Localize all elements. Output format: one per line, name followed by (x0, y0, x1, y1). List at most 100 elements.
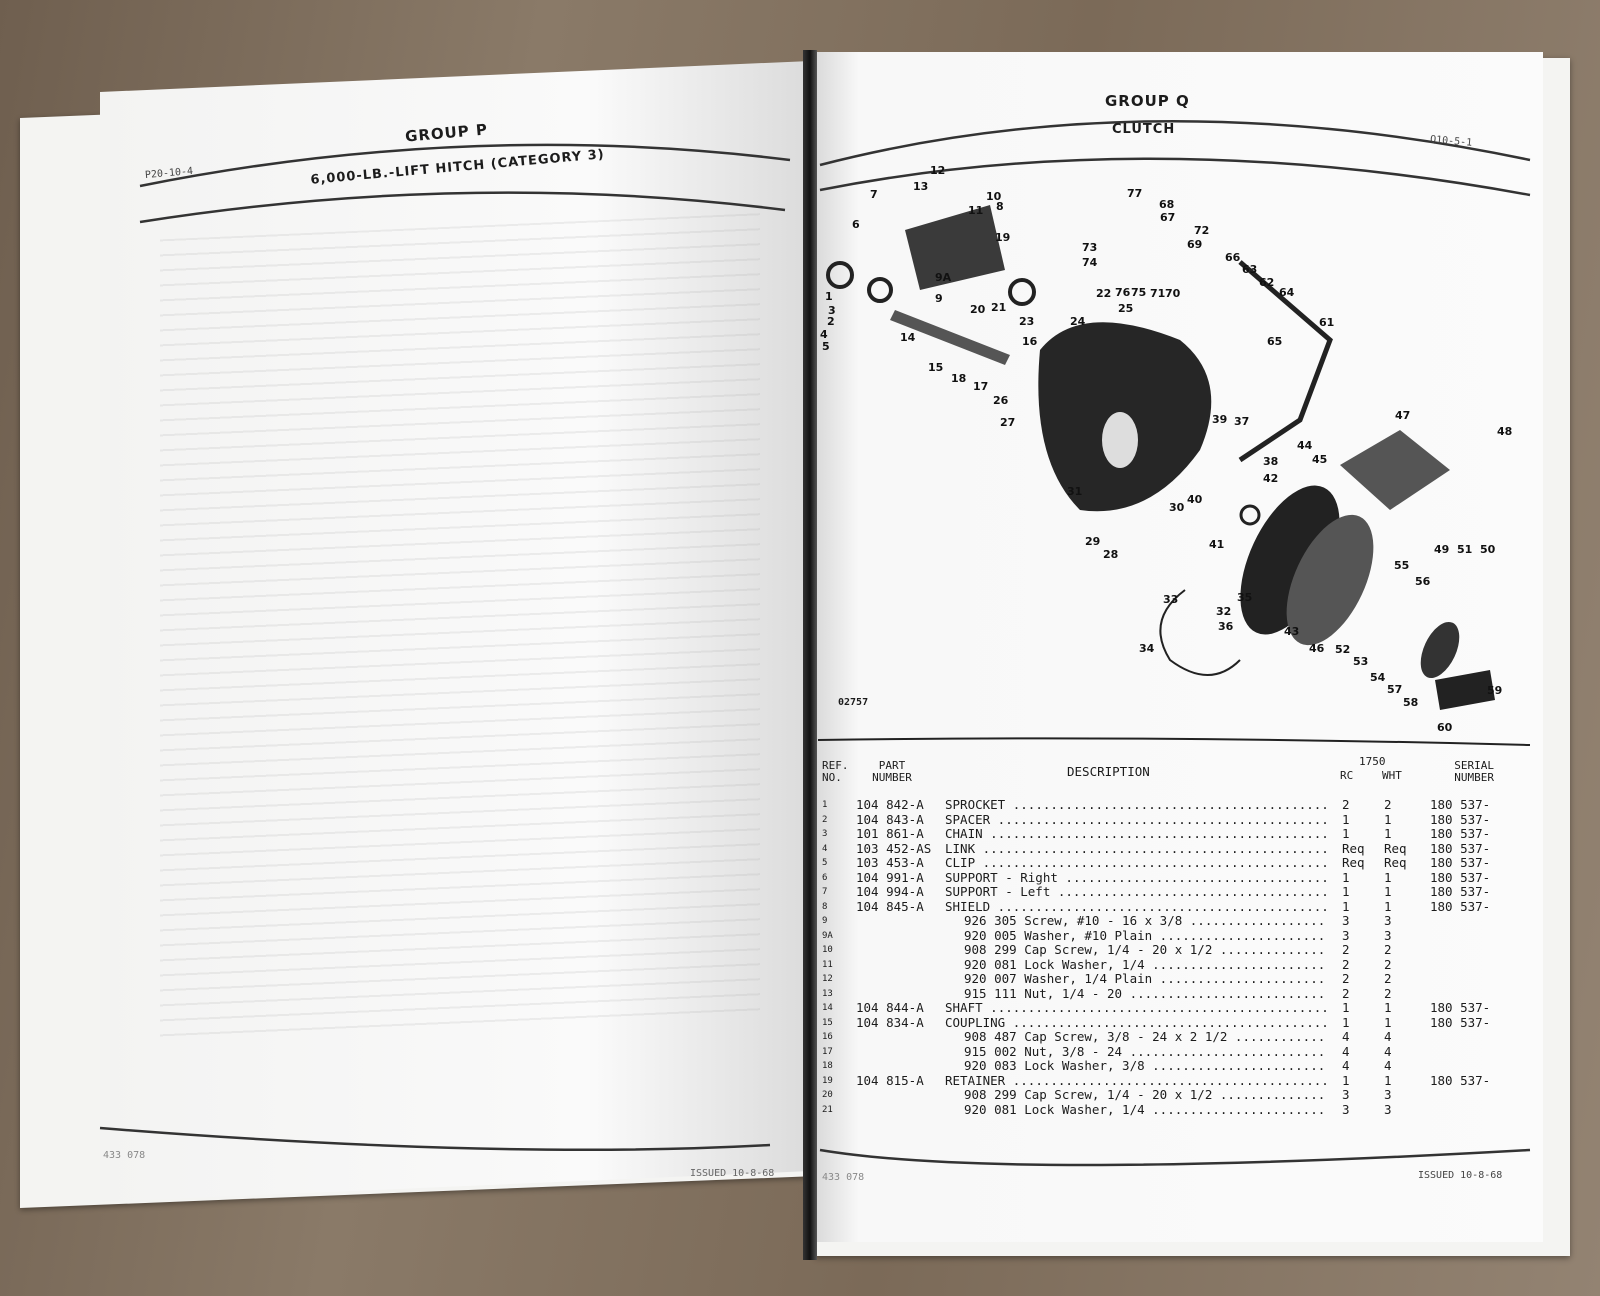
description-cell: SPACER .................................… (945, 813, 1327, 828)
dot-leader: ........................................… (1012, 1015, 1327, 1030)
sprocket-1 (826, 261, 854, 289)
serial-number-cell: 180 537- (1430, 1014, 1491, 1030)
ref-cell: 10 (822, 945, 833, 955)
header-part-number: PART NUMBER (872, 759, 912, 784)
callout-49: 49 (1434, 543, 1449, 556)
wht-qty-cell: 1 (1384, 811, 1392, 827)
dot-leader: ........................................… (1129, 986, 1327, 1001)
rc-qty-cell: Req (1342, 840, 1365, 856)
rc-qty-cell: 2 (1342, 797, 1350, 812)
clutch-disc (1286, 514, 1374, 646)
shield-plate (1340, 430, 1450, 510)
ref-cell: 18 (822, 1061, 833, 1071)
description-cell: LINK ...................................… (945, 842, 1327, 857)
dot-leader: ........................................… (1065, 870, 1327, 885)
header-rc: RC (1340, 769, 1354, 782)
callout-17: 17 (973, 380, 988, 393)
callout-16: 16 (1022, 335, 1038, 348)
callout-71: 71 (1150, 287, 1165, 300)
serial-number-cell: 180 537- (1430, 811, 1491, 827)
ref-cell: 1 (822, 800, 828, 810)
callout-74: 74 (1082, 256, 1098, 269)
serial-number-cell: 180 537- (1430, 1000, 1491, 1015)
description-cell: 908 299 Cap Screw, 1/4 - 20 x 1/2 ......… (964, 1088, 1327, 1103)
left-header-rule-top (139, 143, 791, 188)
wht-qty-cell: Req (1384, 840, 1407, 856)
callout-64: 64 (1279, 286, 1295, 299)
rc-qty-cell: 3 (1342, 927, 1350, 943)
retainer-wire (1159, 589, 1241, 676)
description-cell: SHAFT ..................................… (945, 1001, 1327, 1016)
part-number-cell: 104 994-A (856, 884, 924, 899)
dot-leader: ........................................… (1129, 1044, 1327, 1059)
callout-35: 35 (1237, 591, 1252, 604)
dot-leader: ........................................… (1159, 928, 1327, 943)
rc-qty-cell: 3 (1342, 913, 1350, 928)
clutch-exploded-diagram (826, 205, 1495, 710)
callout-34: 34 (1139, 642, 1155, 655)
header-serial-number: SERIAL NUMBER (1454, 759, 1494, 784)
description-cell: CHAIN ..................................… (945, 827, 1327, 842)
callout-58: 58 (1403, 696, 1418, 709)
description-cell: 915 002 Nut, 3/8 - 24 ..................… (964, 1045, 1327, 1060)
ref-cell: 7 (822, 887, 828, 897)
dot-leader: ........................................… (1012, 798, 1327, 812)
dot-leader: ........................................… (1159, 972, 1327, 986)
ref-cell: 2 (822, 814, 828, 825)
callout-48: 48 (1497, 425, 1512, 438)
seal-ring (1239, 504, 1261, 526)
shaft-part (890, 310, 1010, 365)
wht-qty-cell: 1 (1384, 884, 1392, 899)
part-number-cell: 104 834-A (856, 1014, 924, 1030)
dot-leader: ........................................… (982, 856, 1327, 870)
rc-qty-cell: 2 (1342, 985, 1350, 1001)
wht-qty-cell: 2 (1384, 797, 1392, 812)
callout-10: 10 (986, 190, 1002, 203)
callout-15: 15 (928, 361, 943, 374)
rc-qty-cell: 4 (1342, 1058, 1350, 1073)
ref-cell: 6 (822, 872, 828, 883)
rc-qty-cell: 4 (1342, 1029, 1350, 1044)
dot-leader: ........................................… (1189, 914, 1327, 928)
serial-number-cell: 180 537- (1430, 855, 1491, 870)
serial-number-cell: 180 537- (1430, 898, 1491, 914)
part-number-cell: 104 845-A (856, 898, 924, 914)
figure-number: 02757 (838, 697, 869, 708)
rc-qty-cell: 1 (1342, 869, 1350, 885)
description-cell: 920 007 Washer, 1/4 Plain ..............… (964, 972, 1327, 987)
callout-37: 37 (1234, 415, 1249, 428)
callout-61: 61 (1319, 316, 1334, 329)
callout-30: 30 (1169, 501, 1185, 514)
callout-69: 69 (1187, 238, 1202, 251)
callout-25: 25 (1118, 302, 1133, 315)
callout-20: 20 (970, 303, 986, 316)
bearing-ring (1008, 278, 1036, 306)
dot-leader: ........................................… (1234, 1030, 1327, 1044)
disc-small (1420, 621, 1460, 679)
wht-qty-cell: 2 (1384, 985, 1392, 1001)
callout-51: 51 (1457, 543, 1472, 556)
header-ref-no: REF. NO. (822, 759, 849, 784)
serial-number-cell: 180 537- (1430, 1072, 1491, 1088)
ref-cell: 15 (822, 1017, 833, 1028)
wht-qty-cell: 4 (1384, 1058, 1392, 1073)
description-cell: SUPPORT - Left .........................… (945, 885, 1327, 900)
wht-qty-cell: 3 (1384, 1087, 1392, 1102)
description-cell: SUPPORT - Right ........................… (945, 871, 1327, 886)
right-header-rule-bottom (819, 157, 1531, 197)
callout-41: 41 (1209, 538, 1224, 551)
rc-qty-cell: 1 (1342, 1072, 1350, 1088)
description-cell: SPROCKET ...............................… (945, 798, 1327, 813)
ref-cell: 20 (822, 1090, 833, 1100)
